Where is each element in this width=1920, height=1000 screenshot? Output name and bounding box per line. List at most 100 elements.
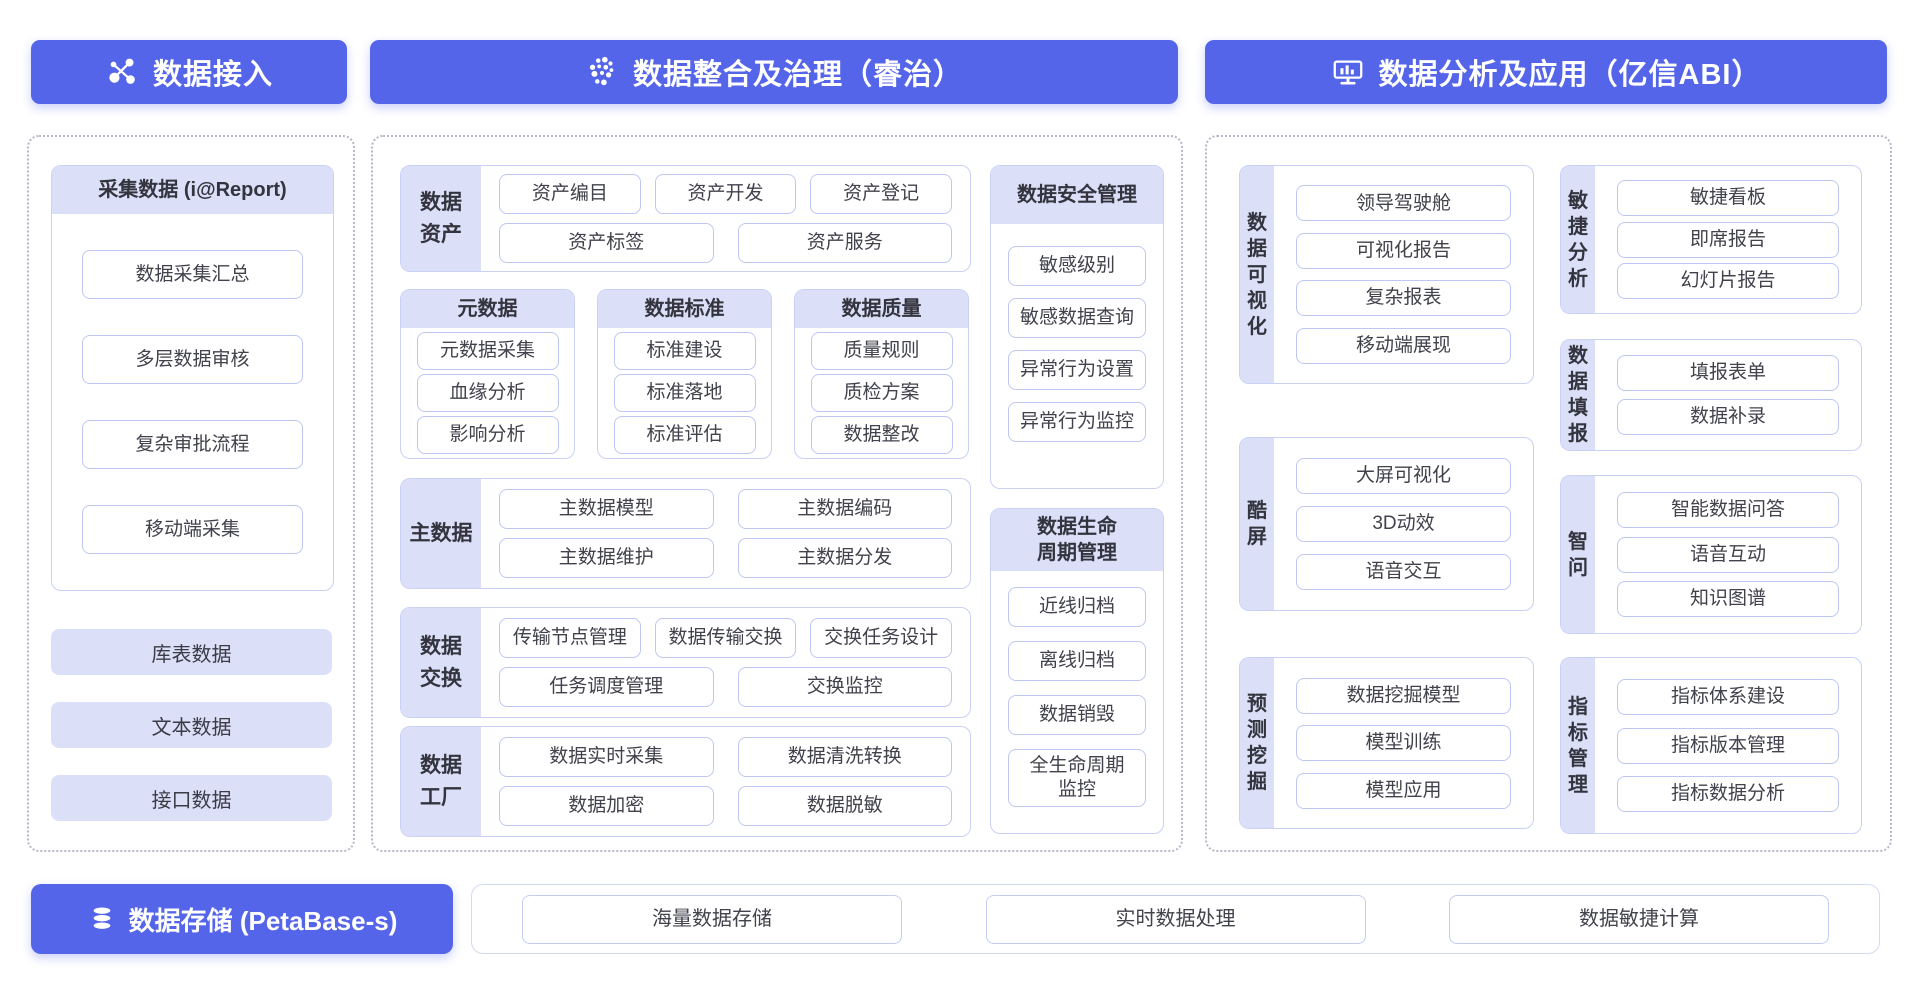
feature-item: 标准评估 [613, 416, 756, 454]
governance-cards-row: 元数据 元数据采集 血缘分析 影响分析 数据标准 标准建设 标准落地 标准评估 … [400, 289, 969, 459]
feature-item: 智能数据问答 [1617, 492, 1839, 529]
collect-data-card-title: 采集数据 (i@Report) [52, 166, 333, 214]
feature-item: 主数据维护 [499, 538, 714, 579]
section-cool-screen: 酷 屏 大屏可视化 3D动效 语音交互 [1239, 437, 1534, 611]
feature-item: 3D动效 [1296, 506, 1511, 542]
section-visualization: 数 据 可 视 化 领导驾驶舱 可视化报告 复杂报表 移动端展现 [1239, 165, 1534, 384]
feature-item: 资产登记 [810, 174, 953, 215]
factory-band: 数据 工厂 数据实时采集 数据清洗转换 数据加密 数据脱敏 [400, 726, 971, 837]
feature-item: 数据采集汇总 [82, 250, 303, 299]
feature-item: 主数据分发 [737, 538, 952, 579]
feature-item: 敏捷看板 [1617, 179, 1839, 216]
exchange-band: 数据 交换 传输节点管理 数据传输交换 交换任务设计 任务调度管理 交换监控 [400, 607, 971, 718]
feature-item: 近线归档 [1008, 587, 1146, 627]
feature-item: 全生命周期 监控 [1008, 749, 1146, 807]
security-card-title: 数据安全管理 [991, 166, 1163, 224]
feature-item: 异常行为设置 [1008, 350, 1146, 390]
feature-item: 数据挖掘模型 [1296, 677, 1511, 714]
header-label: 数据分析及应用（亿信ABI） [1378, 59, 1762, 91]
feature-item: 指标体系建设 [1617, 678, 1839, 715]
feature-item: 模型应用 [1296, 772, 1511, 809]
header-label: 数据接入 [152, 59, 273, 91]
feature-item: 知识图谱 [1617, 580, 1839, 617]
master-data-band: 主数据 主数据模型 主数据编码 主数据维护 主数据分发 [400, 478, 971, 589]
feature-item: 任务调度管理 [499, 667, 714, 708]
feature-item: 标准建设 [613, 332, 756, 370]
feature-item: 移动端展现 [1296, 327, 1511, 364]
feature-item: 模型训练 [1296, 725, 1511, 761]
feature-item: 数据清洗转换 [737, 736, 952, 777]
feature-item: 影响分析 [416, 416, 559, 454]
feature-item: 主数据编码 [737, 488, 952, 529]
section-metric-management: 指 标 管 理 指标体系建设 指标版本管理 指标数据分析 [1560, 657, 1862, 834]
monitor-chart-icon [1331, 55, 1365, 89]
feature-item: 数据加密 [499, 786, 714, 827]
header-data-governance: 数据整合及治理（睿治） [370, 40, 1178, 104]
section-agile-analysis-label: 敏 捷 分 析 [1561, 166, 1595, 313]
feature-item: 交换监控 [737, 667, 952, 708]
feature-item: 质量规则 [810, 332, 953, 370]
panel-data-governance: 数据 资产 资产编目 资产开发 资产登记 资产标签 资产服务 元数据 元数据采集 [371, 135, 1183, 852]
section-data-filling-label: 数 据 填 报 [1561, 340, 1595, 450]
master-data-band-label: 主数据 [401, 479, 481, 588]
feature-item: 标准落地 [613, 374, 756, 412]
network-icon [105, 55, 139, 89]
collect-data-card-body: 数据采集汇总 多层数据审核 复杂审批流程 移动端采集 [52, 214, 333, 590]
asset-band-label: 数据 资产 [401, 166, 481, 271]
feature-item: 大屏可视化 [1296, 458, 1511, 494]
exchange-band-label: 数据 交换 [401, 608, 481, 717]
panel-data-analysis: 数 据 可 视 化 领导驾驶舱 可视化报告 复杂报表 移动端展现 敏 捷 分 析… [1205, 135, 1892, 852]
feature-item: 敏感级别 [1008, 246, 1146, 286]
capability-item: 海量数据存储 [522, 894, 902, 944]
lifecycle-card: 数据生命 周期管理 近线归档 离线归档 数据销毁 全生命周期 监控 [990, 508, 1164, 834]
feature-item: 离线归档 [1008, 641, 1146, 681]
section-predictive-mining-label: 预 测 挖 掘 [1240, 658, 1274, 828]
database-icon [87, 904, 117, 934]
feature-item: 资产开发 [654, 174, 797, 215]
data-standard-card: 数据标准 标准建设 标准落地 标准评估 [597, 289, 772, 459]
metadata-card-title: 元数据 [401, 290, 574, 328]
feature-item: 指标版本管理 [1617, 727, 1839, 764]
feature-item: 资产编目 [499, 174, 641, 215]
data-source-bar: 接口数据 [51, 775, 332, 821]
feature-item: 数据脱敏 [737, 786, 952, 827]
feature-item: 指标数据分析 [1617, 776, 1839, 813]
data-quality-card: 数据质量 质量规则 质检方案 数据整改 [794, 289, 969, 459]
capability-item: 数据敏捷计算 [1449, 894, 1829, 944]
feature-item: 移动端采集 [82, 505, 303, 554]
section-agile-analysis: 敏 捷 分 析 敏捷看板 即席报告 幻灯片报告 [1560, 165, 1862, 314]
feature-item: 异常行为监控 [1008, 402, 1146, 442]
section-metric-management-label: 指 标 管 理 [1561, 658, 1595, 833]
feature-item: 数据销毁 [1008, 695, 1146, 735]
lifecycle-card-title: 数据生命 周期管理 [991, 509, 1163, 571]
feature-item: 传输节点管理 [499, 617, 641, 658]
panel-data-access: 采集数据 (i@Report) 数据采集汇总 多层数据审核 复杂审批流程 移动端… [27, 135, 355, 852]
metadata-card: 元数据 元数据采集 血缘分析 影响分析 [400, 289, 575, 459]
data-quality-card-title: 数据质量 [795, 290, 968, 328]
feature-item: 数据补录 [1617, 398, 1839, 435]
feature-item: 血缘分析 [416, 374, 559, 412]
feature-item: 敏感数据查询 [1008, 298, 1146, 338]
section-cool-screen-label: 酷 屏 [1240, 438, 1274, 610]
storage-capabilities-box: 海量数据存储 实时数据处理 数据敏捷计算 [471, 884, 1880, 954]
security-card: 数据安全管理 敏感级别 敏感数据查询 异常行为设置 异常行为监控 [990, 165, 1164, 489]
feature-item: 幻灯片报告 [1617, 263, 1839, 300]
feature-item: 数据传输交换 [654, 617, 797, 658]
storage-banner-label: 数据存储 (PetaBase-s) [128, 905, 398, 936]
feature-item: 交换任务设计 [810, 617, 953, 658]
feature-item: 资产服务 [737, 222, 952, 263]
section-predictive-mining: 预 测 挖 掘 数据挖掘模型 模型训练 模型应用 [1239, 657, 1534, 829]
feature-item: 领导驾驶舱 [1296, 185, 1511, 222]
header-label: 数据整合及治理（睿治） [632, 59, 963, 91]
feature-item: 语音互动 [1617, 536, 1839, 573]
storage-banner: 数据存储 (PetaBase-s) [31, 884, 453, 954]
section-data-filling: 数 据 填 报 填报表单 数据补录 [1560, 339, 1862, 451]
feature-item: 即席报告 [1617, 221, 1839, 258]
asset-band: 数据 资产 资产编目 资产开发 资产登记 资产标签 资产服务 [400, 165, 971, 272]
section-visualization-label: 数 据 可 视 化 [1240, 166, 1274, 383]
feature-item: 复杂报表 [1296, 280, 1511, 317]
header-data-analysis: 数据分析及应用（亿信ABI） [1205, 40, 1887, 104]
feature-item: 元数据采集 [416, 332, 559, 370]
asset-band-items: 资产编目 资产开发 资产登记 资产标签 资产服务 [481, 166, 970, 271]
